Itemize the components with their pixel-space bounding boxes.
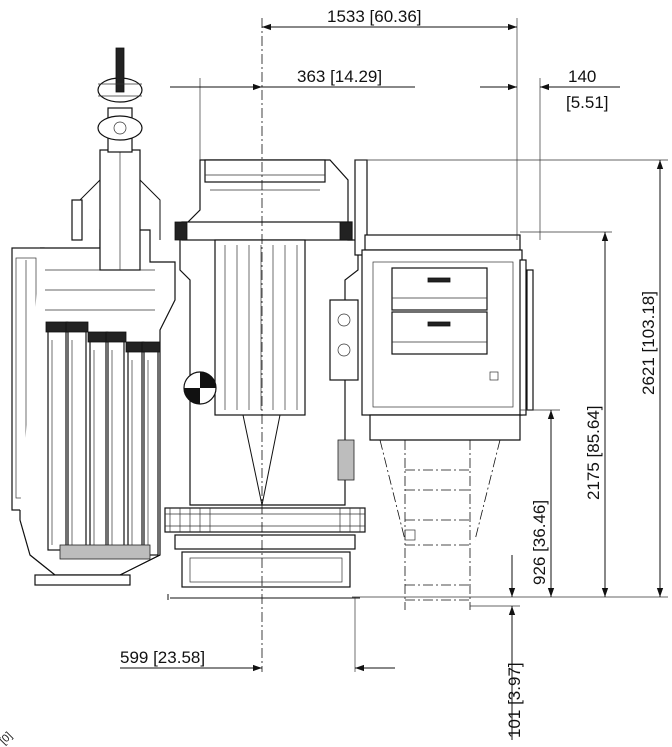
dim-bottom-left: 599 [23.58] <box>120 648 205 667</box>
dim-bottom-small: 101 [3.97] <box>505 662 524 738</box>
dim-right-lower: 926 [36.46] <box>530 500 549 585</box>
dim-right-middle: 2175 [85.64] <box>584 405 603 500</box>
dim-top-offset: 363 [14.29] <box>297 67 382 86</box>
corner-label: [0] <box>0 730 15 747</box>
base-plate <box>167 594 360 600</box>
dim-top-overall: 1533 [60.36] <box>327 7 422 26</box>
mast <box>71 47 161 271</box>
dimension-labels: 1533 [60.36] 363 [14.29] 140 [5.51] 2621… <box>0 7 658 747</box>
dimension-lines <box>120 18 668 740</box>
right-cabinet <box>354 159 534 610</box>
dim-right-total: 2621 [103.18] <box>639 291 658 395</box>
machine-drawing <box>11 18 534 672</box>
left-module <box>11 229 176 586</box>
dim-top-right: 140 <box>568 67 596 86</box>
dim-top-right-inch: [5.51] <box>566 93 609 112</box>
central-body <box>164 159 366 588</box>
